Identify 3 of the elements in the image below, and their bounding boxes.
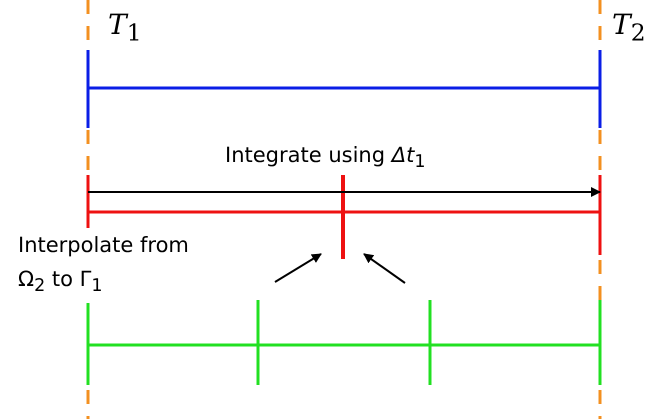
time-label: T$_{1}$ (108, 8, 142, 47)
time-label: T$_{2}$ (612, 8, 646, 47)
step-note: Integrate using Δt$_{1}$ (225, 142, 426, 174)
